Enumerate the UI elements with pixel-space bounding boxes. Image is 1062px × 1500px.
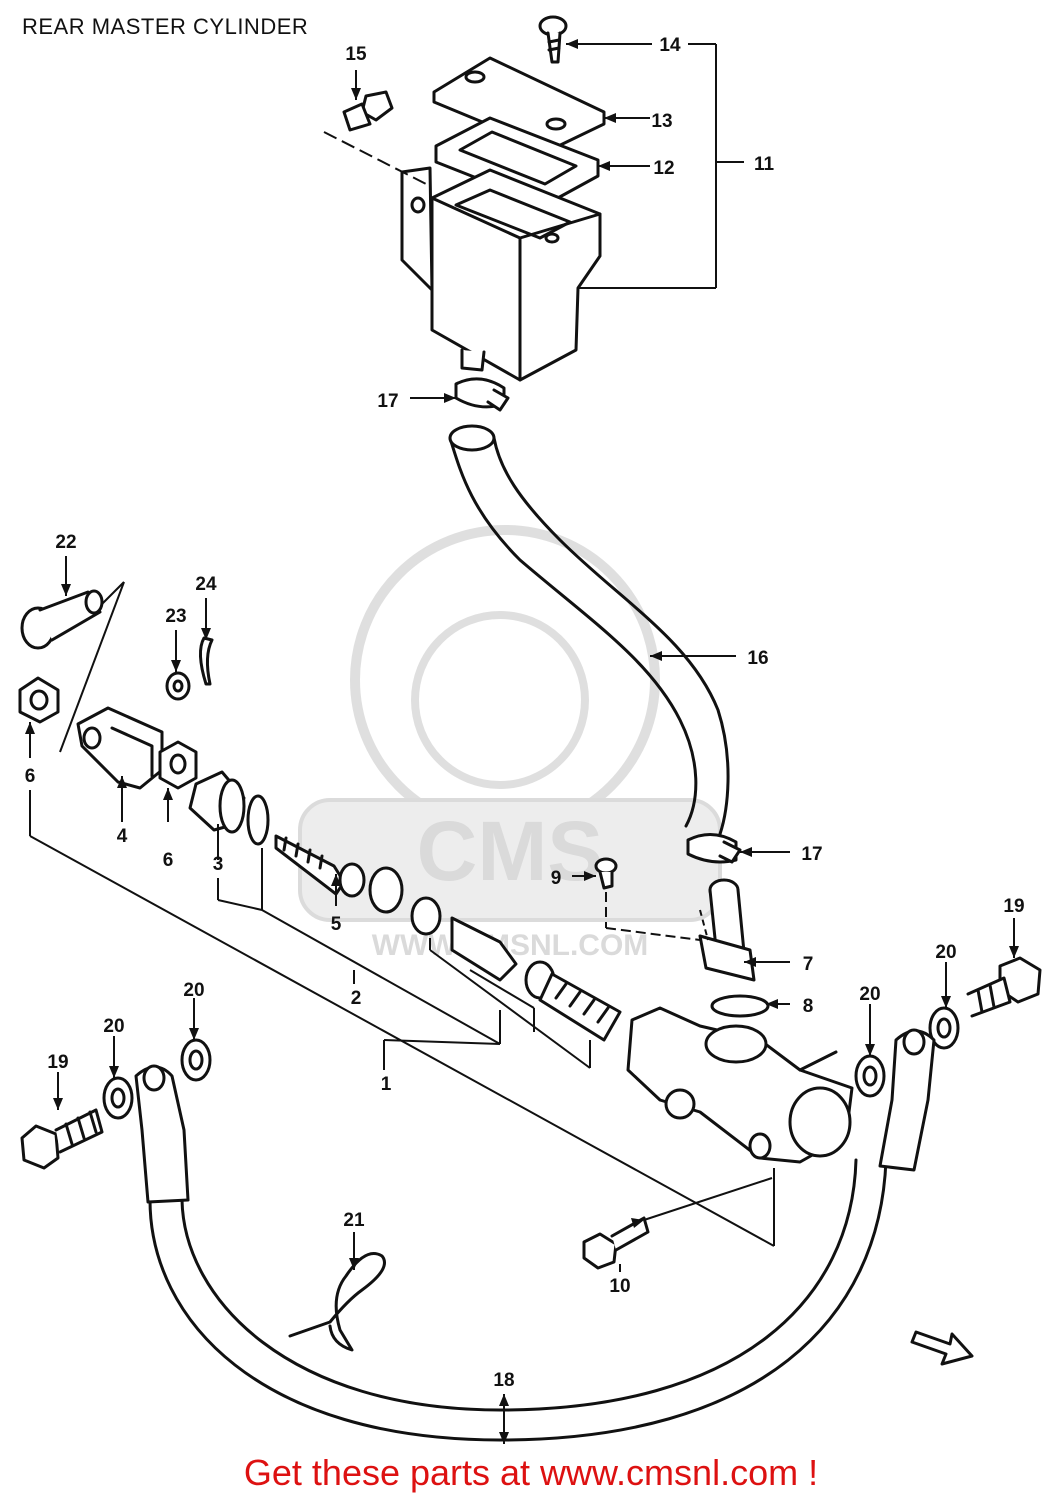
callout-20-d: 20 [935,942,956,963]
callout-11: 11 [754,154,775,175]
callout-19-right: 19 [1003,896,1024,917]
callout-24: 24 [195,574,217,595]
hose-clamp-17-upper-icon [454,377,510,412]
screw-14-icon [538,15,568,64]
callout-23: 23 [165,606,186,627]
washer-20-c-icon [854,1054,886,1098]
part-drawings [18,15,1042,1442]
piston-set-2-icon [410,896,622,1042]
watermark-brand: CMS [417,804,604,898]
callout-labels: 14 15 13 12 11 17 22 24 23 16 6 4 6 3 17… [25,35,1025,1391]
bolt-15-icon [342,90,394,132]
callout-20-a: 20 [103,1016,124,1037]
cotter-pin-24-icon [199,636,214,686]
callout-9: 9 [551,868,562,889]
banjo-bolt-19-right-icon [966,956,1042,1018]
callout-17-upper: 17 [377,391,398,412]
callout-16: 16 [747,648,768,669]
callout-14: 14 [659,35,681,56]
washer-20-d-icon [928,1006,960,1050]
callout-20-b: 20 [183,980,204,1001]
callout-1: 1 [381,1074,392,1095]
nut-6-middle-icon [158,740,198,790]
footer-link-text[interactable]: Get these parts at www.cmsnl.com ! [243,1452,819,1493]
master-cylinder-1-icon [626,1006,854,1164]
o-ring-8-icon [710,994,770,1018]
callout-19-left: 19 [47,1052,68,1073]
callout-13: 13 [651,111,672,132]
callout-8: 8 [803,996,814,1017]
watermark-mascot-face [411,611,589,789]
callout-10: 10 [609,1276,630,1297]
callout-20-c: 20 [859,984,880,1005]
callout-15: 15 [345,44,367,65]
callout-6-middle: 6 [163,850,174,871]
washer-20-b-icon [180,1038,212,1082]
bolt-10-icon [582,1216,650,1270]
page-title: REAR MASTER CYLINDER [22,14,309,39]
callout-3: 3 [213,854,224,875]
leader-lines [29,43,1015,1444]
washer-20-a-icon [102,1076,134,1120]
callout-5: 5 [331,914,342,935]
callout-7: 7 [803,954,814,975]
callout-17-lower: 17 [801,844,822,865]
callout-18: 18 [493,1370,514,1391]
callout-2: 2 [351,988,362,1009]
arrowheads [25,39,1019,1444]
push-rod-5-icon [274,834,404,914]
callout-21: 21 [343,1210,365,1231]
hose-clip-21-icon [288,1252,386,1352]
boot-3-icon [188,770,270,846]
front-arrow-icon [910,1330,974,1366]
banjo-bolt-19-left-icon [20,1108,104,1170]
parts-diagram: CMS WWW.CMSNL.COM [18,15,1042,1444]
reservoir-11-icon [400,166,602,382]
callout-6-left: 6 [25,766,36,787]
hose-16-icon [448,424,730,836]
clevis-pin-22-icon [20,589,104,650]
screw-9-icon [594,857,618,890]
callout-22: 22 [55,532,76,553]
callout-12: 12 [653,158,674,179]
callout-4: 4 [117,826,128,847]
clevis-4-icon [76,706,164,790]
union-7-icon [698,878,756,982]
watermark: CMS WWW.CMSNL.COM [298,525,722,962]
brake-hose-18-icon [134,1028,936,1442]
nut-6-left-icon [18,676,60,724]
hose-clamp-17-lower-icon [686,833,742,864]
